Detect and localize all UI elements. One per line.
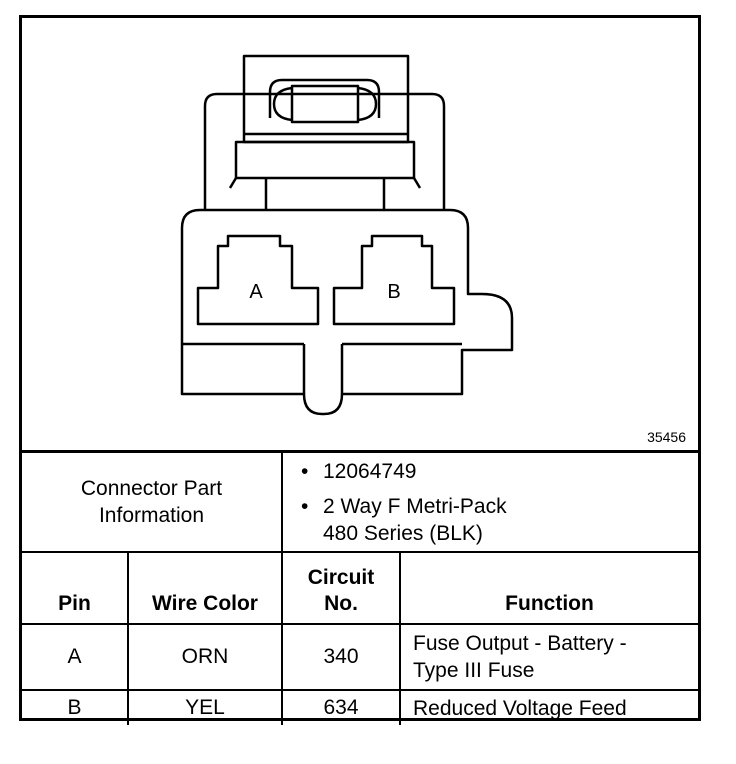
wire-color-cell: ORN — [127, 623, 283, 691]
pin-b-cavity — [332, 234, 456, 326]
header-row: Pin Wire Color Circuit No. Function — [22, 551, 699, 625]
latch-arch — [268, 78, 381, 118]
connector-body — [180, 208, 514, 416]
part-info-details: • 12064749 • 2 Way F Metri-Pack 480 Seri… — [280, 450, 699, 553]
header-wire-color: Wire Color — [127, 551, 283, 625]
figure-number: 35456 — [647, 429, 686, 445]
diagram-frame: A B 35456 Connector Part Information • 1… — [19, 15, 701, 725]
circuit-cell: 634 — [281, 689, 401, 725]
connector-shroud — [203, 92, 446, 210]
part-info-label: Connector Part Information — [22, 450, 283, 553]
pin-a-cavity — [196, 234, 320, 326]
part-number: • 12064749 — [301, 459, 417, 483]
pin-cell: B — [22, 689, 129, 725]
part-info-row: Connector Part Information • 12064749 • … — [22, 450, 699, 553]
wire-color-cell: YEL — [127, 689, 283, 725]
lock-bar — [234, 140, 416, 180]
pin-a-label: A — [249, 281, 263, 303]
connector-info-table: Connector Part Information • 12064749 • … — [22, 450, 699, 725]
table-row: A ORN 340 Fuse Output - Battery - Type I… — [22, 623, 699, 691]
latch-tab-left-round — [272, 86, 293, 122]
part-description: • 2 Way F Metri-Pack 480 Series (BLK) — [301, 494, 507, 545]
latch-block — [242, 54, 410, 144]
header-circuit: Circuit No. — [281, 551, 401, 625]
table-row: B YEL 634 Reduced Voltage Feed — [22, 689, 699, 725]
function-cell: Fuse Output - Battery - Type III Fuse — [398, 623, 699, 691]
function-cell: Reduced Voltage Feed — [398, 689, 699, 725]
pin-cell: A — [22, 623, 129, 691]
header-pin: Pin — [22, 551, 129, 625]
circuit-cell: 340 — [281, 623, 401, 691]
connector-drawing: A B — [180, 54, 514, 416]
latch-tab — [290, 84, 360, 124]
header-function: Function — [398, 551, 699, 625]
pin-b-label: B — [387, 281, 400, 303]
latch-tab-right-round — [357, 86, 378, 122]
